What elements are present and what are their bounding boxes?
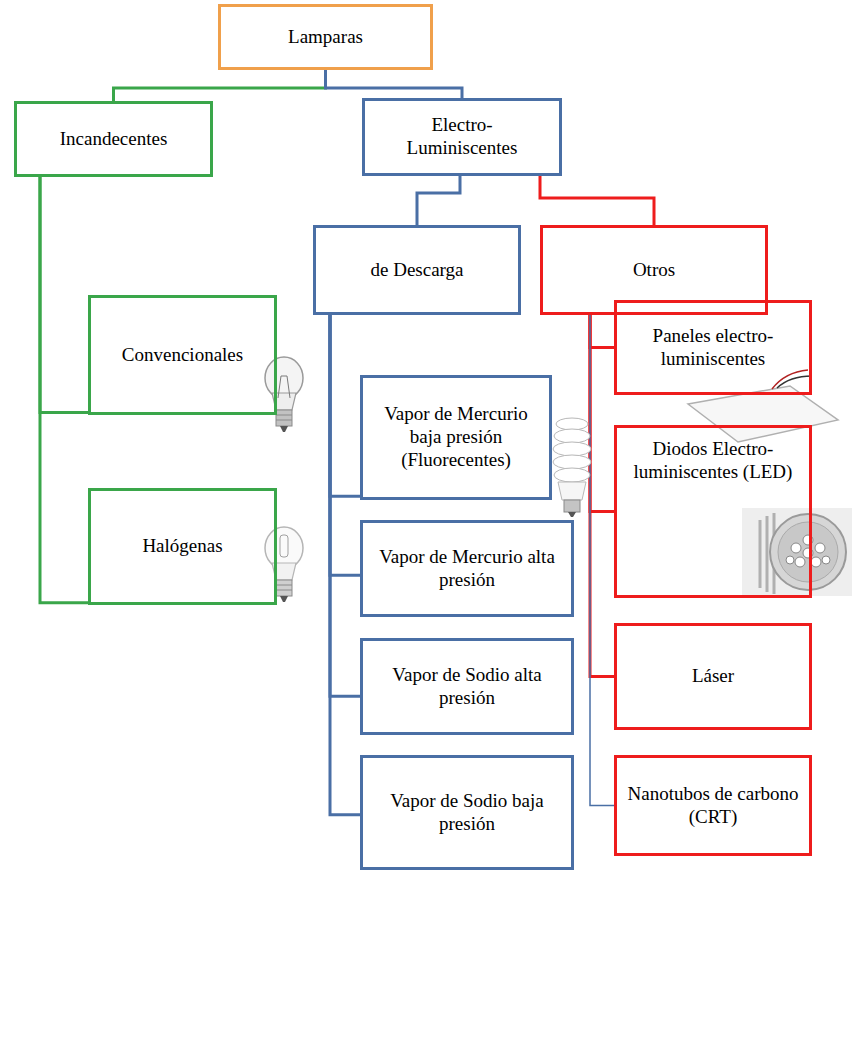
node-label: Paneles electro- luminiscentes: [627, 325, 799, 371]
category-box: Incandecentes: [14, 101, 213, 177]
connector-line: [540, 176, 654, 225]
category-box: Convencionales: [88, 295, 277, 415]
halogen-bulb-icon: [265, 527, 303, 602]
connector-line: [330, 315, 360, 815]
incandescent-bulb-icon: [265, 357, 303, 432]
node-label: Vapor de Mercurio baja presión (Fluorece…: [373, 403, 539, 471]
fluorescent-bulb-icon: [553, 418, 591, 517]
node-label: Incandecentes: [60, 128, 168, 151]
node-label: Láser: [692, 665, 734, 688]
connector-line: [330, 315, 360, 696]
node-label: Diodos Electro- luminiscentes (LED): [627, 438, 799, 484]
led-spotlight-icon: [742, 508, 852, 596]
category-box: Vapor de Sodio baja presión: [360, 755, 574, 870]
category-box: Nanotubos de carbono (CRT): [614, 755, 812, 856]
connector-line: [40, 177, 88, 603]
connector-line: [590, 315, 614, 512]
connector-line: [590, 315, 614, 677]
connector-line: [114, 70, 326, 101]
node-label: Lamparas: [288, 26, 363, 49]
category-box: Vapor de Mercurio alta presión: [360, 520, 574, 617]
category-box: Vapor de Mercurio baja presión (Fluorece…: [360, 375, 552, 500]
node-label: Convencionales: [122, 344, 243, 367]
category-box: Láser: [614, 623, 812, 730]
connector-line: [590, 315, 614, 348]
node-label: Halógenas: [142, 535, 222, 558]
node-label: Vapor de Mercurio alta presión: [373, 546, 561, 592]
category-box: Diodos Electro- luminiscentes (LED): [614, 425, 812, 598]
category-box: Electro- Luminiscentes: [362, 98, 562, 176]
node-label: Vapor de Sodio baja presión: [373, 790, 561, 836]
category-box: Paneles electro- luminiscentes: [614, 300, 812, 395]
connector-line: [40, 177, 88, 413]
node-label: Vapor de Sodio alta presión: [373, 664, 561, 710]
category-box: Vapor de Sodio alta presión: [360, 638, 574, 735]
connector-line: [326, 70, 463, 98]
category-box: Lamparas: [218, 4, 433, 70]
connector-line: [330, 315, 360, 496]
connector-line: [330, 315, 360, 575]
category-box: de Descarga: [313, 225, 521, 315]
node-label: de Descarga: [370, 259, 463, 282]
connector-line: [417, 176, 460, 225]
node-label: Nanotubos de carbono (CRT): [627, 783, 799, 829]
node-label: Electro- Luminiscentes: [375, 114, 549, 160]
node-label: Otros: [633, 259, 675, 282]
panel-icon: [688, 370, 838, 442]
category-box: Halógenas: [88, 488, 277, 605]
connector-line: [590, 315, 614, 806]
